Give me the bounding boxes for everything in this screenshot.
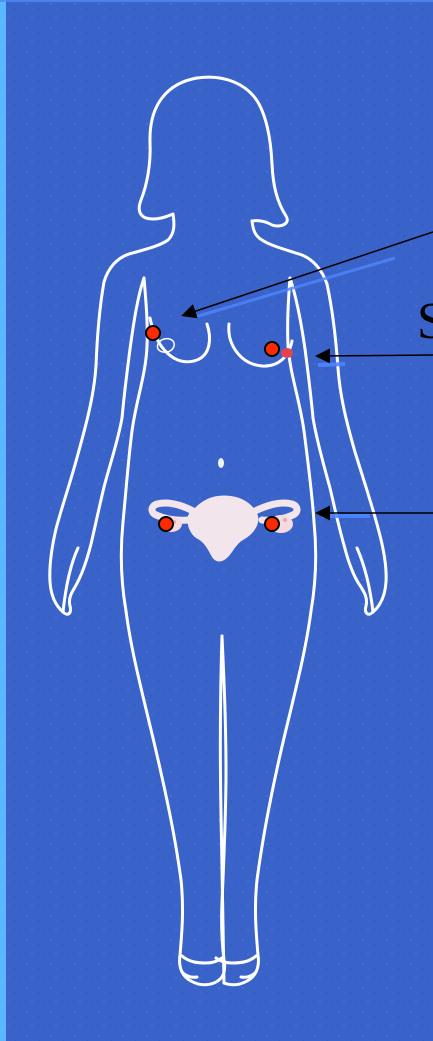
right-breast-accent (281, 348, 293, 358)
left-frame-strip (0, 0, 6, 1041)
right-edge-text-fragment: S (417, 296, 433, 348)
navel-shape (218, 458, 224, 468)
marker-right-ovary (265, 517, 279, 531)
right-ovary-detail (283, 518, 287, 522)
marker-right-breast (265, 342, 279, 356)
black-arrow-breast-side (318, 355, 433, 356)
top-frame-strip (0, 0, 433, 2)
marker-left-breast (146, 326, 160, 340)
blue-guide-breast-side (318, 364, 345, 365)
marker-left-ovary (159, 517, 173, 531)
